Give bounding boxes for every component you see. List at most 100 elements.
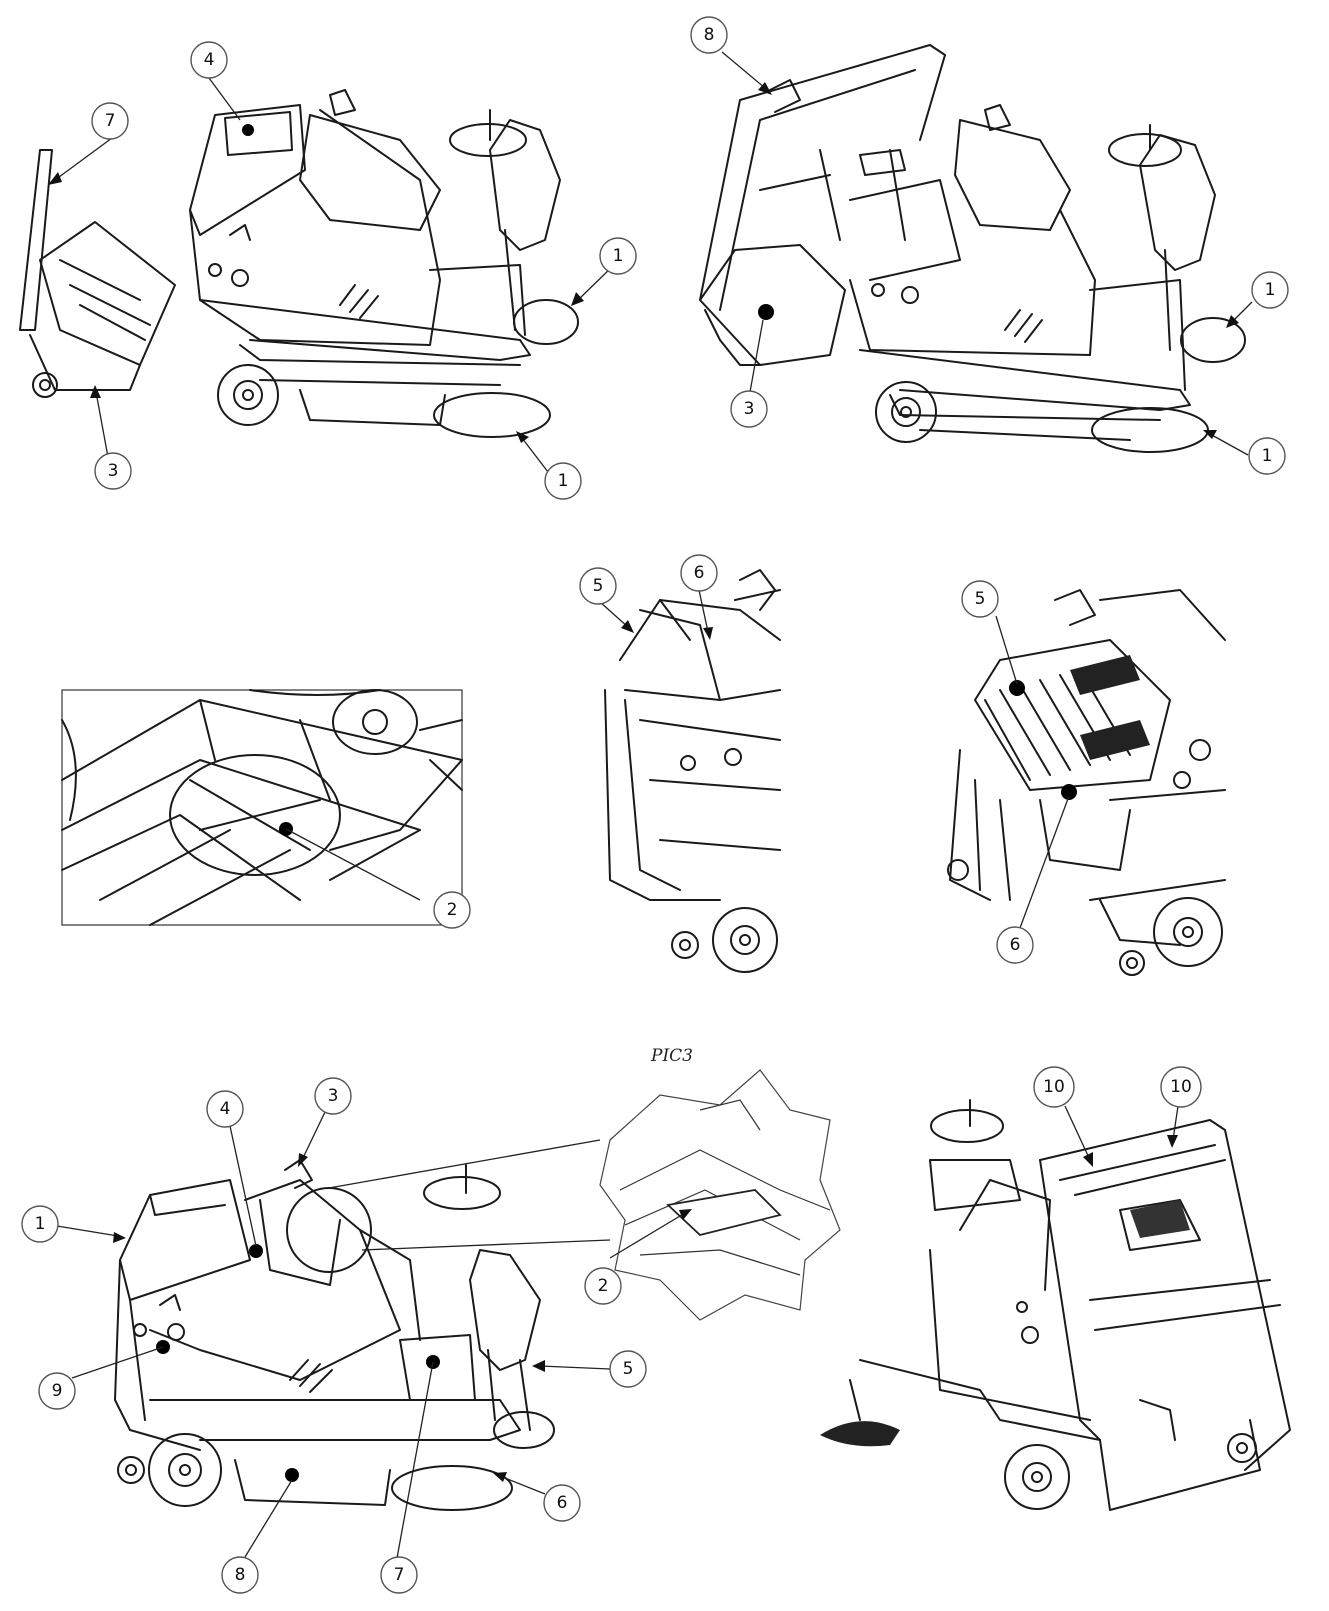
- svg-text:5: 5: [975, 589, 986, 609]
- panel-middle-left: 2: [61, 689, 471, 929]
- callout-5-middle-right: 5: [961, 580, 999, 618]
- svg-text:7: 7: [105, 111, 116, 131]
- zoom-line-a: [328, 1139, 601, 1189]
- leader-6-bl: [499, 1475, 546, 1495]
- figure-caption: PIC3: [651, 1046, 693, 1066]
- hopper-trolley-drawing: [19, 149, 176, 398]
- leader-7: [54, 137, 113, 181]
- point-marker: [758, 304, 774, 320]
- leader-4-bl: [229, 1125, 257, 1247]
- sweeper-hopper-raised-drawing: [699, 44, 1246, 453]
- leader-9-bl: [71, 1346, 164, 1379]
- callout-3-bottom-left: 3: [314, 1077, 352, 1115]
- svg-text:8: 8: [704, 25, 715, 45]
- leader-2-ml: [285, 828, 421, 901]
- detail-frame: [61, 689, 463, 926]
- callout-6-middle-center: 6: [680, 554, 718, 592]
- leader-1-tl-b: [521, 437, 549, 473]
- grille-patch-c: [1130, 1200, 1190, 1238]
- svg-text:8: 8: [235, 1565, 246, 1585]
- leader-10-br-b: [1172, 1105, 1179, 1141]
- leader-1-tr-b: [1209, 433, 1249, 456]
- callout-1-bottom-left: 1: [21, 1205, 59, 1243]
- grille-patch-b: [1080, 720, 1150, 760]
- svg-text:2: 2: [447, 900, 458, 920]
- callout-1-top-left-a: 1: [599, 237, 637, 275]
- rear-top-detail-drawing: [947, 589, 1226, 976]
- svg-text:10: 10: [1170, 1077, 1192, 1097]
- svg-text:3: 3: [108, 461, 119, 481]
- callout-4-bottom-left: 4: [206, 1090, 244, 1128]
- svg-text:3: 3: [744, 399, 755, 419]
- leader-3-bl: [301, 1111, 326, 1161]
- callout-3-top-right: 3: [730, 390, 768, 428]
- callout-7-bottom-left: 7: [380, 1556, 418, 1594]
- callout-2-middle-left: 2: [433, 891, 471, 929]
- callout-1-top-right-b: 1: [1248, 437, 1286, 475]
- svg-text:5: 5: [593, 576, 604, 596]
- point-marker: [242, 124, 254, 136]
- callout-8-bottom-left: 8: [221, 1556, 259, 1594]
- svg-text:6: 6: [694, 563, 705, 583]
- svg-text:2: 2: [598, 1276, 609, 1296]
- callout-1-top-right-a: 1: [1251, 271, 1289, 309]
- underside-detail-drawing: [61, 689, 463, 926]
- point-marker: [285, 1468, 299, 1482]
- svg-text:3: 3: [328, 1086, 339, 1106]
- callout-2-bottom-left: 2: [584, 1267, 622, 1305]
- leader-4: [208, 77, 241, 121]
- callout-6-middle-right: 6: [996, 926, 1034, 964]
- panel-top-left: 7 4 3 1 1: [19, 41, 637, 500]
- callout-4-top-left: 4: [190, 41, 228, 79]
- zoom-bubble: [599, 1069, 841, 1321]
- point-marker: [1009, 680, 1025, 696]
- leader-1-tr-a: [1231, 301, 1253, 323]
- panel-middle-right: 5 6: [947, 580, 1226, 976]
- side-view-detail-drawing: [604, 569, 781, 973]
- panel-top-right: 8 3 1 1: [690, 16, 1289, 475]
- leader-1-bl: [56, 1225, 119, 1237]
- leader-2-bubble: [609, 1212, 686, 1259]
- grille-patch-a: [1070, 655, 1140, 695]
- callout-9-bottom-left: 9: [38, 1372, 76, 1410]
- svg-text:6: 6: [557, 1493, 568, 1513]
- callout-1-top-left-b: 1: [544, 462, 582, 500]
- leader-3-tl: [95, 391, 109, 458]
- callout-3-top-left: 3: [94, 452, 132, 490]
- svg-text:6: 6: [1010, 935, 1021, 955]
- svg-text:4: 4: [220, 1099, 231, 1119]
- svg-text:1: 1: [35, 1214, 46, 1234]
- leader-7-bl: [396, 1361, 434, 1559]
- leader-10-br-a: [1064, 1105, 1091, 1161]
- svg-text:4: 4: [204, 50, 215, 70]
- callout-8-top-right: 8: [690, 16, 728, 54]
- sweeper-parts-overview-drawing: [114, 1159, 555, 1511]
- callout-7-top-left: 7: [91, 102, 129, 140]
- leader-5-bl: [539, 1365, 611, 1370]
- svg-text:5: 5: [623, 1359, 634, 1379]
- svg-text:7: 7: [394, 1565, 405, 1585]
- svg-text:1: 1: [558, 471, 569, 491]
- callout-10-bottom-right-a: 10: [1033, 1066, 1075, 1108]
- leader-8-tr: [721, 51, 766, 89]
- point-marker: [1061, 784, 1077, 800]
- leader-5-mr: [995, 615, 1018, 685]
- point-marker: [249, 1244, 263, 1258]
- rear-frame-view-drawing: [849, 1099, 1291, 1511]
- svg-text:9: 9: [52, 1381, 63, 1401]
- svg-text:10: 10: [1043, 1077, 1065, 1097]
- brush-silhouette: [820, 1421, 900, 1447]
- callout-6-bottom-left: 6: [543, 1484, 581, 1522]
- leader-6-mc: [698, 589, 709, 633]
- leader-8-bl: [244, 1479, 293, 1558]
- svg-text:1: 1: [1265, 280, 1276, 300]
- callout-5-middle-center: 5: [579, 567, 617, 605]
- panel-middle-center: 5 6: [579, 554, 781, 973]
- svg-text:1: 1: [613, 246, 624, 266]
- callout-10-bottom-right-b: 10: [1160, 1066, 1202, 1108]
- zoom-line-b: [361, 1239, 611, 1251]
- leader-5-mc: [599, 601, 629, 628]
- callout-5-bottom-left: 5: [609, 1350, 647, 1388]
